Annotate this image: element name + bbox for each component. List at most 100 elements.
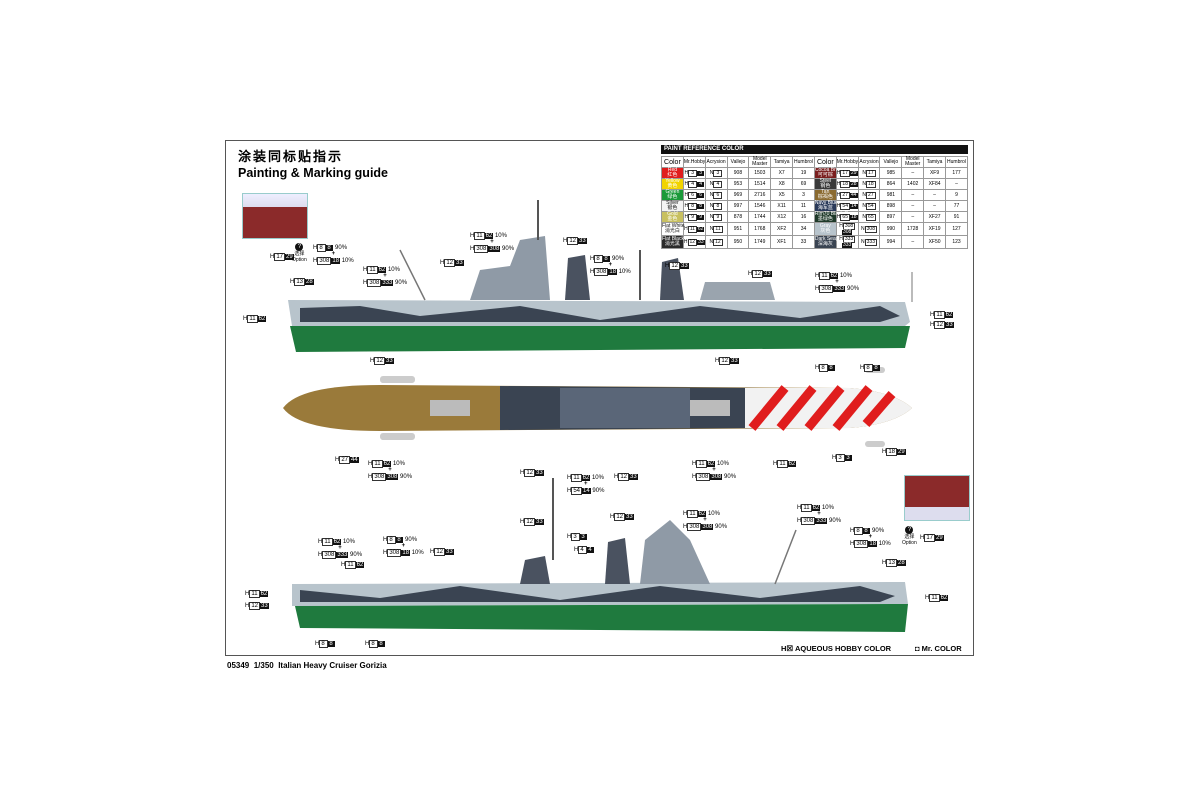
aqueous-code: 11: [934, 311, 945, 319]
aqueous-code: 12: [524, 469, 536, 477]
aqueous-code: 308: [317, 257, 332, 265]
mr-color-code: 308: [842, 229, 853, 235]
mix-percent: 90%: [847, 286, 860, 292]
mr-color-code: 62: [696, 225, 705, 232]
mr-color-code: 333: [336, 552, 349, 558]
plus-sign: +: [868, 534, 873, 540]
aqueous-code: 12: [687, 238, 698, 246]
mr-color-code: 33: [455, 260, 464, 266]
mr-color-code: 29: [849, 169, 858, 176]
mr-color-code: 44: [849, 191, 858, 198]
mr-color-code: 8: [863, 528, 871, 534]
mr-color-code: 14: [849, 202, 858, 209]
plus-sign: +: [835, 279, 839, 285]
color-name-cn: 消光白: [664, 228, 680, 234]
color-name: Dark Seagray: [814, 236, 846, 242]
turret: [430, 400, 470, 416]
mr-color-code: 62: [382, 461, 392, 467]
recognition-stripes: [748, 385, 896, 431]
color-name: Tan: [821, 189, 830, 195]
vallejo-code: 864: [879, 178, 903, 190]
plus-sign: +: [583, 481, 588, 487]
mix-percent: 10%: [839, 273, 852, 279]
aqueous-code: 308: [372, 473, 387, 481]
hull-waterline: [290, 326, 910, 352]
boat: [380, 376, 415, 383]
aqueous-code: 9: [688, 213, 698, 221]
aqueous-code: 12: [434, 548, 446, 556]
aqueous-code: 8: [317, 244, 327, 252]
acrysion-number: 54: [866, 202, 876, 210]
mr-color-code: 333: [833, 286, 846, 292]
aqueous-code: 8: [864, 364, 874, 372]
humbrol-code: –: [944, 178, 969, 190]
funnel-2: [605, 538, 630, 584]
mix-percent: 10%: [591, 475, 604, 481]
acrysion-number: 308: [864, 225, 877, 233]
column-header: Vallejo: [879, 156, 903, 168]
aqueous-code: 17: [840, 169, 850, 177]
mr-color-code: 62: [829, 273, 839, 279]
aqueous-code: 12: [614, 513, 626, 521]
mr-color-code: 8: [378, 641, 386, 647]
flag-swatch-top: [242, 193, 308, 239]
mr-color-code: 18: [401, 550, 411, 556]
mix-percent: 10%: [341, 258, 354, 264]
mr-color-code: 28: [849, 180, 858, 187]
color-name-cn: 灰色: [820, 228, 831, 234]
mix-percent: 10%: [494, 233, 507, 239]
aqueous-code: 11: [687, 225, 697, 233]
aqueous-code: 13: [294, 278, 306, 286]
aqueous-code: 27: [339, 456, 351, 464]
mix-percent: 90%: [335, 245, 348, 251]
aqueous-code: 11: [571, 474, 582, 482]
mr-color-code: 33: [629, 474, 638, 480]
plus-sign: +: [338, 545, 342, 551]
aqueous-code: 54: [571, 487, 583, 495]
mix-percent: 90%: [350, 552, 363, 558]
mix-percent: 10%: [716, 461, 729, 467]
ship-profile-bottom: [292, 478, 908, 632]
aqueous-code: 11: [696, 460, 707, 468]
mr-color-code: 33: [535, 519, 544, 525]
aqueous-code: 308: [687, 523, 702, 531]
hull-waterline: [295, 604, 908, 632]
aqueous-code: 8: [319, 640, 329, 648]
aqueous-code: 11: [819, 272, 830, 280]
hull-camo: [300, 586, 895, 602]
mr-color-code: 308: [710, 474, 723, 480]
mr-color-code: 18: [608, 269, 618, 275]
mm-code: –: [901, 189, 925, 201]
mix-percent: 90%: [872, 528, 885, 534]
column-header: Tamiya: [923, 156, 946, 168]
acrysion-number: 12: [713, 238, 723, 246]
tamiya-code: –: [923, 200, 946, 212]
color-name-cn: 墨绿色: [817, 216, 833, 222]
mr-color-code: 29: [935, 535, 944, 541]
